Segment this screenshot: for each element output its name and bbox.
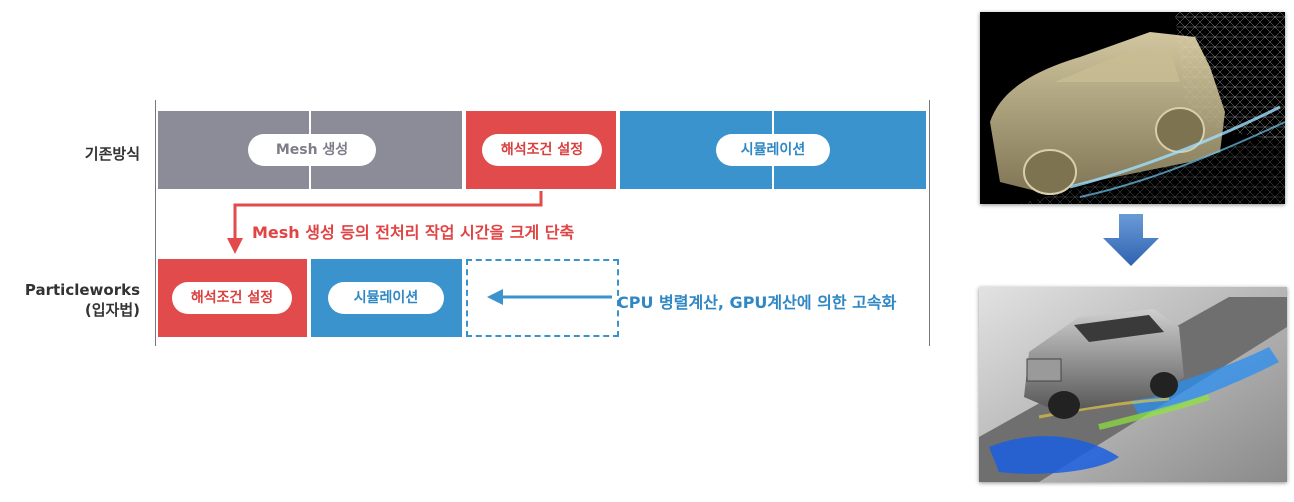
mesh-label: Mesh 생성: [248, 134, 376, 166]
right-boundary-line: [929, 100, 930, 346]
down-arrow-icon: [1103, 214, 1159, 266]
simulation-label-particleworks: 시뮬레이션: [328, 282, 444, 314]
row-label-conventional: 기존방식: [84, 145, 140, 163]
conditions-label-conventional: 해석조건 설정: [482, 134, 602, 166]
speedup-note: CPU 병렬계산, GPU계산에 의한 고속화: [617, 293, 897, 312]
row-label-particleworks-method: (입자법): [84, 301, 140, 319]
preprocess-note: Mesh 생성 등의 전처리 작업 시간을 크게 단축: [252, 223, 575, 242]
simulation-label-conventional: 시뮬레이션: [716, 134, 830, 166]
saved-time-box: [466, 259, 619, 337]
row-label-particleworks-name: Particleworks: [24, 281, 140, 299]
left-boundary-line: [155, 100, 156, 346]
row-label-particleworks: Particleworks (입자법): [20, 280, 140, 320]
mesh-simulation-image: [980, 12, 1285, 204]
conditions-label-particleworks: 해석조건 설정: [172, 282, 292, 314]
particle-simulation-image: [979, 287, 1287, 482]
